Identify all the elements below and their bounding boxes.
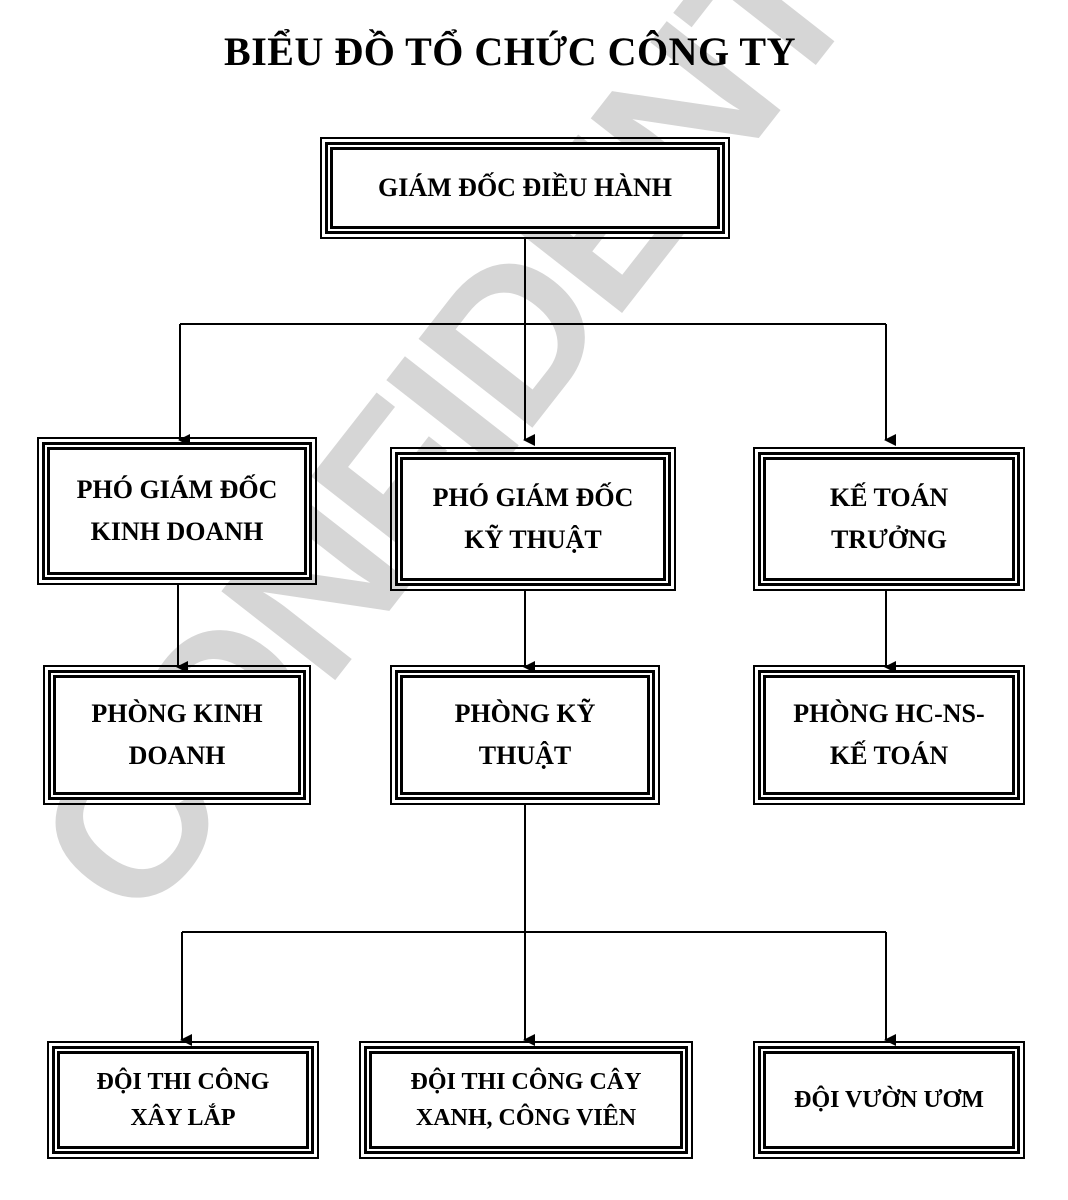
node-dept-business: PHÒNG KINH DOANH — [43, 665, 311, 805]
node-team-greenery-park: ĐỘI THI CÔNG CÂY XANH, CÔNG VIÊN — [359, 1041, 693, 1159]
node-vp-technical-label: PHÓ GIÁM ĐỐC KỸ THUẬT — [432, 483, 634, 554]
node-vp-business: PHÓ GIÁM ĐỐC KINH DOANH — [37, 437, 317, 585]
node-dept-technical-label: PHÒNG KỸ THUẬT — [454, 699, 596, 770]
node-dept-admin-accounting-label: PHÒNG HC-NS- KẾ TOÁN — [793, 699, 985, 770]
node-chief-accountant-label: KẾ TOÁN TRƯỞNG — [829, 483, 949, 554]
node-vp-business-label: PHÓ GIÁM ĐỐC KINH DOANH — [76, 475, 278, 546]
node-ceo: GIÁM ĐỐC ĐIỀU HÀNH — [320, 137, 730, 239]
node-ceo-label: GIÁM ĐỐC ĐIỀU HÀNH — [378, 173, 672, 202]
node-team-nursery-label: ĐỘI VƯỜN ƯƠM — [794, 1087, 984, 1113]
chart-title: BIỂU ĐỒ TỔ CHỨC CÔNG TY — [224, 29, 796, 74]
node-team-construction: ĐỘI THI CÔNG XÂY LẮP — [47, 1041, 319, 1159]
node-dept-business-label: PHÒNG KINH DOANH — [91, 699, 263, 770]
node-vp-technical: PHÓ GIÁM ĐỐC KỸ THUẬT — [390, 447, 676, 591]
connector-lines — [176, 238, 896, 1046]
node-chief-accountant: KẾ TOÁN TRƯỞNG — [753, 447, 1025, 591]
node-dept-technical: PHÒNG KỸ THUẬT — [390, 665, 660, 805]
node-team-construction-label: ĐỘI THI CÔNG XÂY LẮP — [96, 1069, 270, 1131]
node-team-nursery: ĐỘI VƯỜN ƯƠM — [753, 1041, 1025, 1159]
node-team-greenery-park-label: ĐỘI THI CÔNG CÂY XANH, CÔNG VIÊN — [410, 1069, 642, 1131]
node-dept-admin-accounting: PHÒNG HC-NS- KẾ TOÁN — [753, 665, 1025, 805]
